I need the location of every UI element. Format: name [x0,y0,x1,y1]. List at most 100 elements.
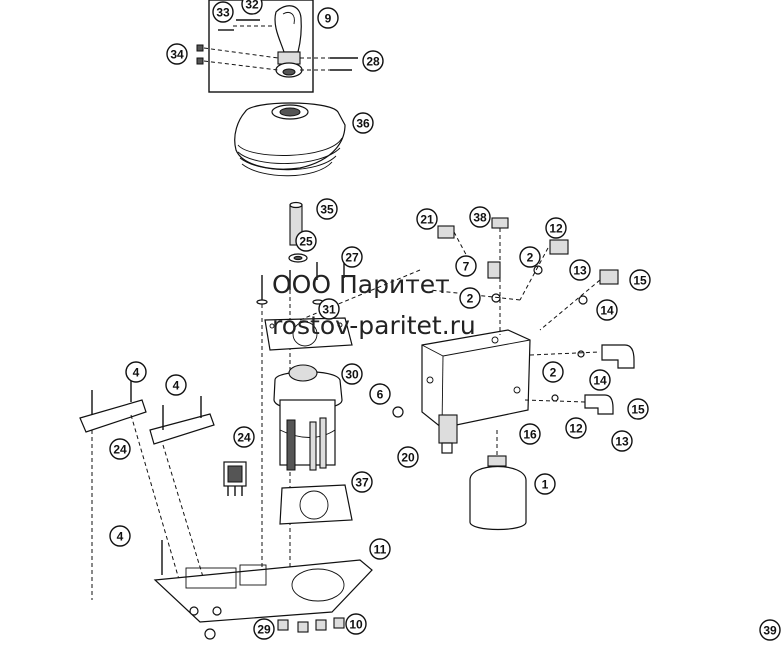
callout-21: 21 [416,208,438,230]
callout-34: 34 [166,43,188,65]
callout-label: 33 [216,6,230,20]
callout-24: 24 [109,438,131,460]
callout-label: 2 [550,366,557,380]
callout-2: 2 [519,246,541,268]
callout-4: 4 [165,374,187,396]
elbow-fittings [437,217,635,415]
callout-label: 12 [569,422,583,436]
callout-label: 14 [593,374,607,388]
callout-label: 31 [322,303,336,317]
callout-label: 38 [473,211,487,225]
label-plates [79,378,215,601]
rocker-switch [223,461,247,496]
accumulator [469,430,527,531]
callout-label: 9 [325,12,332,26]
callout-29: 29 [253,618,275,640]
handle-screws [196,19,358,71]
callout-label: 32 [245,0,259,12]
handle-detail-frame [208,0,314,93]
base-plate [153,540,373,623]
callout-label: 2 [527,251,534,265]
callout-12: 12 [565,417,587,439]
top-plate [264,317,353,351]
callout-label: 4 [133,366,140,380]
callout-6: 6 [369,383,391,405]
callout-label: 24 [237,431,251,445]
callout-label: 14 [600,304,614,318]
cartridge-valve [438,414,458,454]
callout-32: 32 [241,0,263,15]
o-rings [392,265,588,418]
callout-2: 2 [459,287,481,309]
callout-2: 2 [542,361,564,383]
watermark-company: ООО Паритет [272,270,450,299]
callout-7: 7 [455,255,477,277]
callout-27: 27 [341,246,363,268]
callout-label: 11 [374,543,387,557]
gasket [279,484,353,525]
callout-label: 24 [113,443,127,457]
callout-label: 4 [173,379,180,393]
callout-4: 4 [125,361,147,383]
joystick-valve [273,364,343,471]
callout-25: 25 [295,230,317,252]
callout-24: 24 [233,426,255,448]
callout-label: 25 [299,235,313,249]
callout-label: 6 [377,388,384,402]
callout-14: 14 [589,369,611,391]
callout-label: 4 [117,530,124,544]
callout-label: 20 [401,451,415,465]
joystick-handle [274,5,303,78]
callout-15: 15 [629,269,651,291]
callout-36: 36 [352,112,374,134]
callout-label: 29 [257,623,271,637]
callout-label: 12 [549,222,563,236]
callout-39: 39 [759,619,781,641]
callout-label: 13 [615,435,629,449]
callout-label: 15 [633,274,647,288]
callout-38: 38 [469,206,491,228]
callout-10: 10 [345,613,367,635]
washer [288,253,308,263]
callout-label: 1 [542,478,549,492]
callout-11: 11 [369,538,391,560]
callout-14: 14 [596,299,618,321]
callout-20: 20 [397,446,419,468]
callout-16: 16 [519,423,541,445]
callout-28: 28 [362,50,384,72]
callout-15: 15 [627,398,649,420]
bottom-fittings [189,606,345,640]
callout-label: 28 [366,55,380,69]
callout-31: 31 [318,298,340,320]
callout-label: 2 [467,292,474,306]
callout-label: 16 [523,428,537,442]
callout-9: 9 [317,7,339,29]
callout-label: 13 [573,264,587,278]
callout-12: 12 [545,217,567,239]
callout-13: 13 [611,430,633,452]
callout-label: 7 [463,260,470,274]
valve-block [421,329,531,429]
callout-30: 30 [341,363,363,385]
rubber-boot [234,102,346,177]
callout-label: 27 [345,251,359,265]
callout-layer: 1222444679101112121313141415151620212424… [109,0,781,641]
callout-label: 36 [356,117,370,131]
callout-4: 4 [109,525,131,547]
callout-35: 35 [316,198,338,220]
callout-label: 35 [320,203,334,217]
callout-label: 39 [763,624,777,638]
callout-33: 33 [212,1,234,23]
callout-label: 21 [420,213,434,227]
callout-1: 1 [534,473,556,495]
callout-label: 10 [349,618,363,632]
watermark-url: rostov-paritet.ru [272,311,476,340]
callout-label: 15 [631,403,645,417]
callout-label: 34 [170,48,184,62]
callout-13: 13 [569,259,591,281]
callout-37: 37 [351,471,373,493]
callout-label: 37 [355,476,369,490]
callout-label: 30 [345,368,359,382]
